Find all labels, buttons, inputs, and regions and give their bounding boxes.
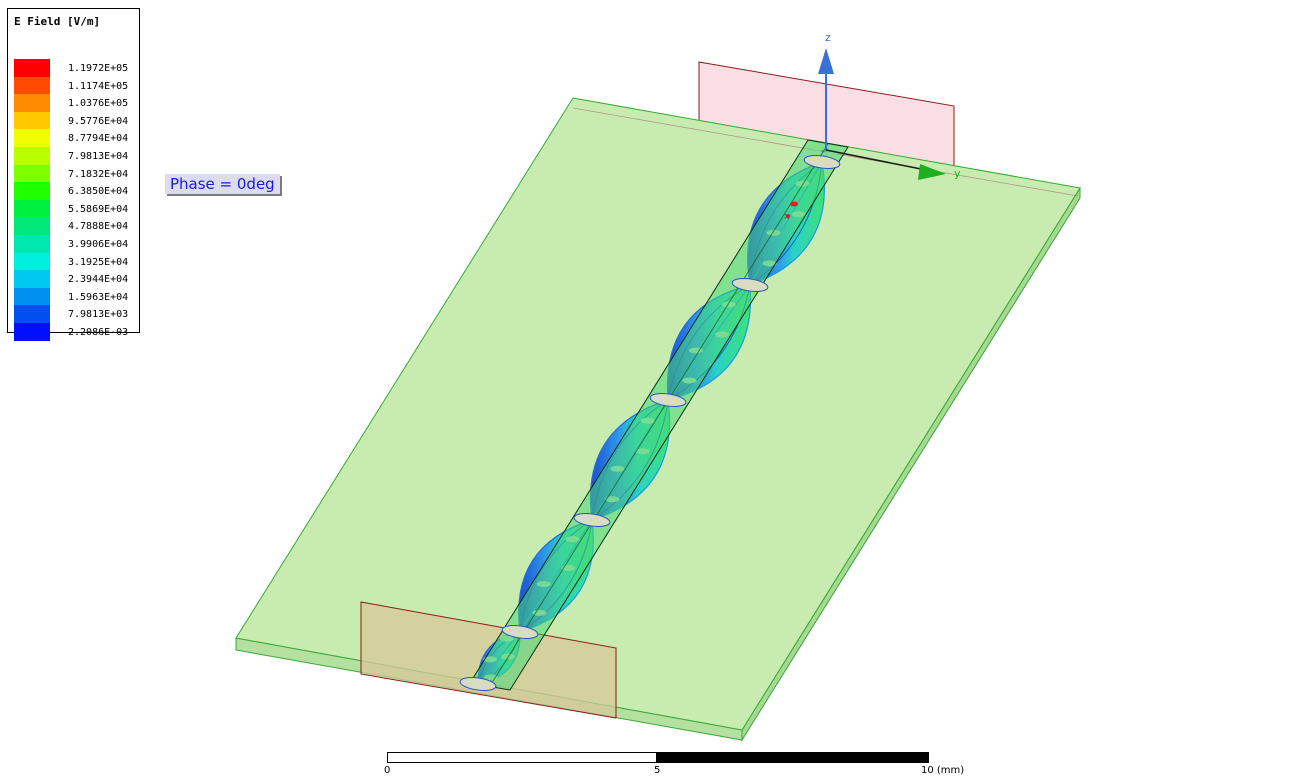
legend-row: 3.1925E+04 xyxy=(14,252,139,271)
legend-swatch xyxy=(14,59,50,77)
scale-bar-white-segment xyxy=(387,752,657,763)
legend-value: 2.2086E-03 xyxy=(68,327,129,338)
legend-swatch xyxy=(14,111,50,130)
legend-swatch xyxy=(14,147,50,165)
legend-row: 1.1174E+05 xyxy=(14,76,139,95)
legend-row: 2.2086E-03 xyxy=(14,323,139,341)
legend-row: 4.7888E+04 xyxy=(14,217,139,235)
legend-swatch xyxy=(14,305,50,323)
legend-row: 3.9906E+04 xyxy=(14,235,139,253)
field-nodes xyxy=(459,155,841,691)
legend-row: 7.9813E+03 xyxy=(14,305,139,323)
field-node-ring xyxy=(731,278,769,292)
legend-swatch xyxy=(14,217,50,235)
legend-swatch xyxy=(14,129,50,147)
legend-swatch xyxy=(14,270,50,288)
legend-swatch xyxy=(14,287,50,306)
legend-swatch xyxy=(14,235,50,253)
legend-value: 8.7794E+04 xyxy=(68,133,129,145)
legend-value: 1.5963E+04 xyxy=(68,291,129,303)
legend-row: 7.9813E+04 xyxy=(14,147,139,165)
legend-swatch xyxy=(14,199,50,218)
legend-value: 7.9813E+03 xyxy=(68,309,129,321)
origin-marker xyxy=(786,214,790,218)
field-node-ring xyxy=(649,393,687,407)
legend-value: 2.3944E+04 xyxy=(68,274,129,286)
legend-value: 7.9813E+04 xyxy=(68,151,129,162)
legend-value: 1.0376E+05 xyxy=(68,98,129,110)
field-node-ring xyxy=(803,155,841,169)
legend-row: 2.3944E+04 xyxy=(14,270,139,288)
legend-value: 5.5869E+04 xyxy=(68,203,129,215)
legend-value: 6.3850E+04 xyxy=(68,186,129,198)
legend-swatch xyxy=(14,164,50,183)
y-axis-arrow-icon xyxy=(918,164,946,180)
y-axis-label: y xyxy=(954,167,961,180)
legend-value: 1.1972E+05 xyxy=(68,63,129,74)
legend-row: 8.7794E+04 xyxy=(14,129,139,147)
legend-value: 7.1832E+04 xyxy=(68,168,129,180)
field-node-ring xyxy=(459,677,497,691)
field-legend[interactable]: E Field [V/m] 1.1972E+05 1.1174E+05 1.0376… xyxy=(7,8,140,341)
legend-swatch xyxy=(14,323,50,341)
z-axis-arrow-icon xyxy=(818,48,834,74)
legend-value: 1.1174E+05 xyxy=(68,80,129,92)
legend-row: 7.1832E+04 xyxy=(14,164,139,183)
scale-tick-5: 5 xyxy=(654,765,661,776)
z-axis-label: z xyxy=(825,31,831,44)
x-axis-label: x xyxy=(784,212,790,222)
legend-swatch xyxy=(14,182,50,200)
microstrip-centerline xyxy=(489,143,829,687)
legend-row: 9.5776E+04 xyxy=(14,111,139,130)
scale-tick-10: 10 (mm) xyxy=(921,765,965,776)
field-max-spot xyxy=(790,201,798,207)
scale-tick-0: 0 xyxy=(384,765,391,776)
legend-row: 1.1972E+05 xyxy=(14,59,139,77)
legend-row: 6.3850E+04 xyxy=(14,182,139,200)
scale-bar-black-segment xyxy=(657,752,929,763)
phase-label: Phase = 0deg xyxy=(165,174,280,194)
legend-swatch xyxy=(14,76,50,95)
field-node-ring xyxy=(573,513,611,527)
legend-swatch xyxy=(14,94,50,112)
legend-swatch xyxy=(14,252,50,271)
scale-bar xyxy=(387,752,929,763)
y-axis-line xyxy=(825,149,927,171)
legend-title: E Field [V/m] xyxy=(14,15,101,28)
legend-value: 4.7888E+04 xyxy=(68,221,129,233)
legend-row: 5.5869E+04 xyxy=(14,199,139,218)
legend-row: 1.5963E+04 xyxy=(14,287,139,306)
field-node-ring xyxy=(501,625,539,639)
legend-value: 3.9906E+04 xyxy=(68,239,129,250)
legend-value: 3.1925E+04 xyxy=(68,256,129,268)
legend-value: 9.5776E+04 xyxy=(68,115,129,127)
legend-row: 1.0376E+05 xyxy=(14,94,139,112)
